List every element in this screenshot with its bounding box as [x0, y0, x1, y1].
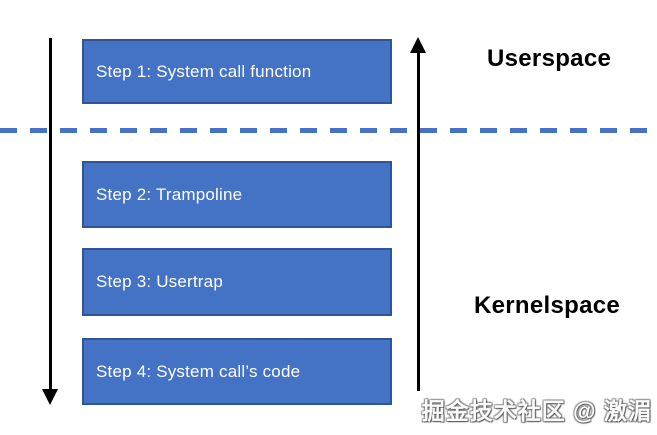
down-arrow-icon: [42, 389, 58, 405]
step-3-label: Step 3: Usertrap: [96, 272, 223, 291]
step-box-2: Step 2: Trampoline: [82, 161, 392, 228]
userspace-label: Userspace: [487, 45, 612, 72]
up-arrow-icon: [410, 37, 426, 53]
userspace-kernelspace-divider: [0, 128, 657, 133]
step-2-label: Step 2: Trampoline: [96, 184, 243, 204]
step-box-3: Step 3: Usertrap: [82, 248, 392, 316]
step-1-label: Step 1: System call function: [96, 61, 312, 81]
step-box-1: Step 1: System call function: [82, 39, 392, 104]
step-4-label: Step 4: System call’s code: [96, 361, 301, 381]
kernelspace-label: Kernelspace: [474, 292, 621, 319]
up-arrow-line: [417, 52, 420, 391]
watermark-text: 掘金技术社区 @ 激湄: [421, 398, 652, 424]
down-arrow-line: [49, 38, 52, 390]
step-box-4: Step 4: System call’s code: [82, 338, 392, 405]
